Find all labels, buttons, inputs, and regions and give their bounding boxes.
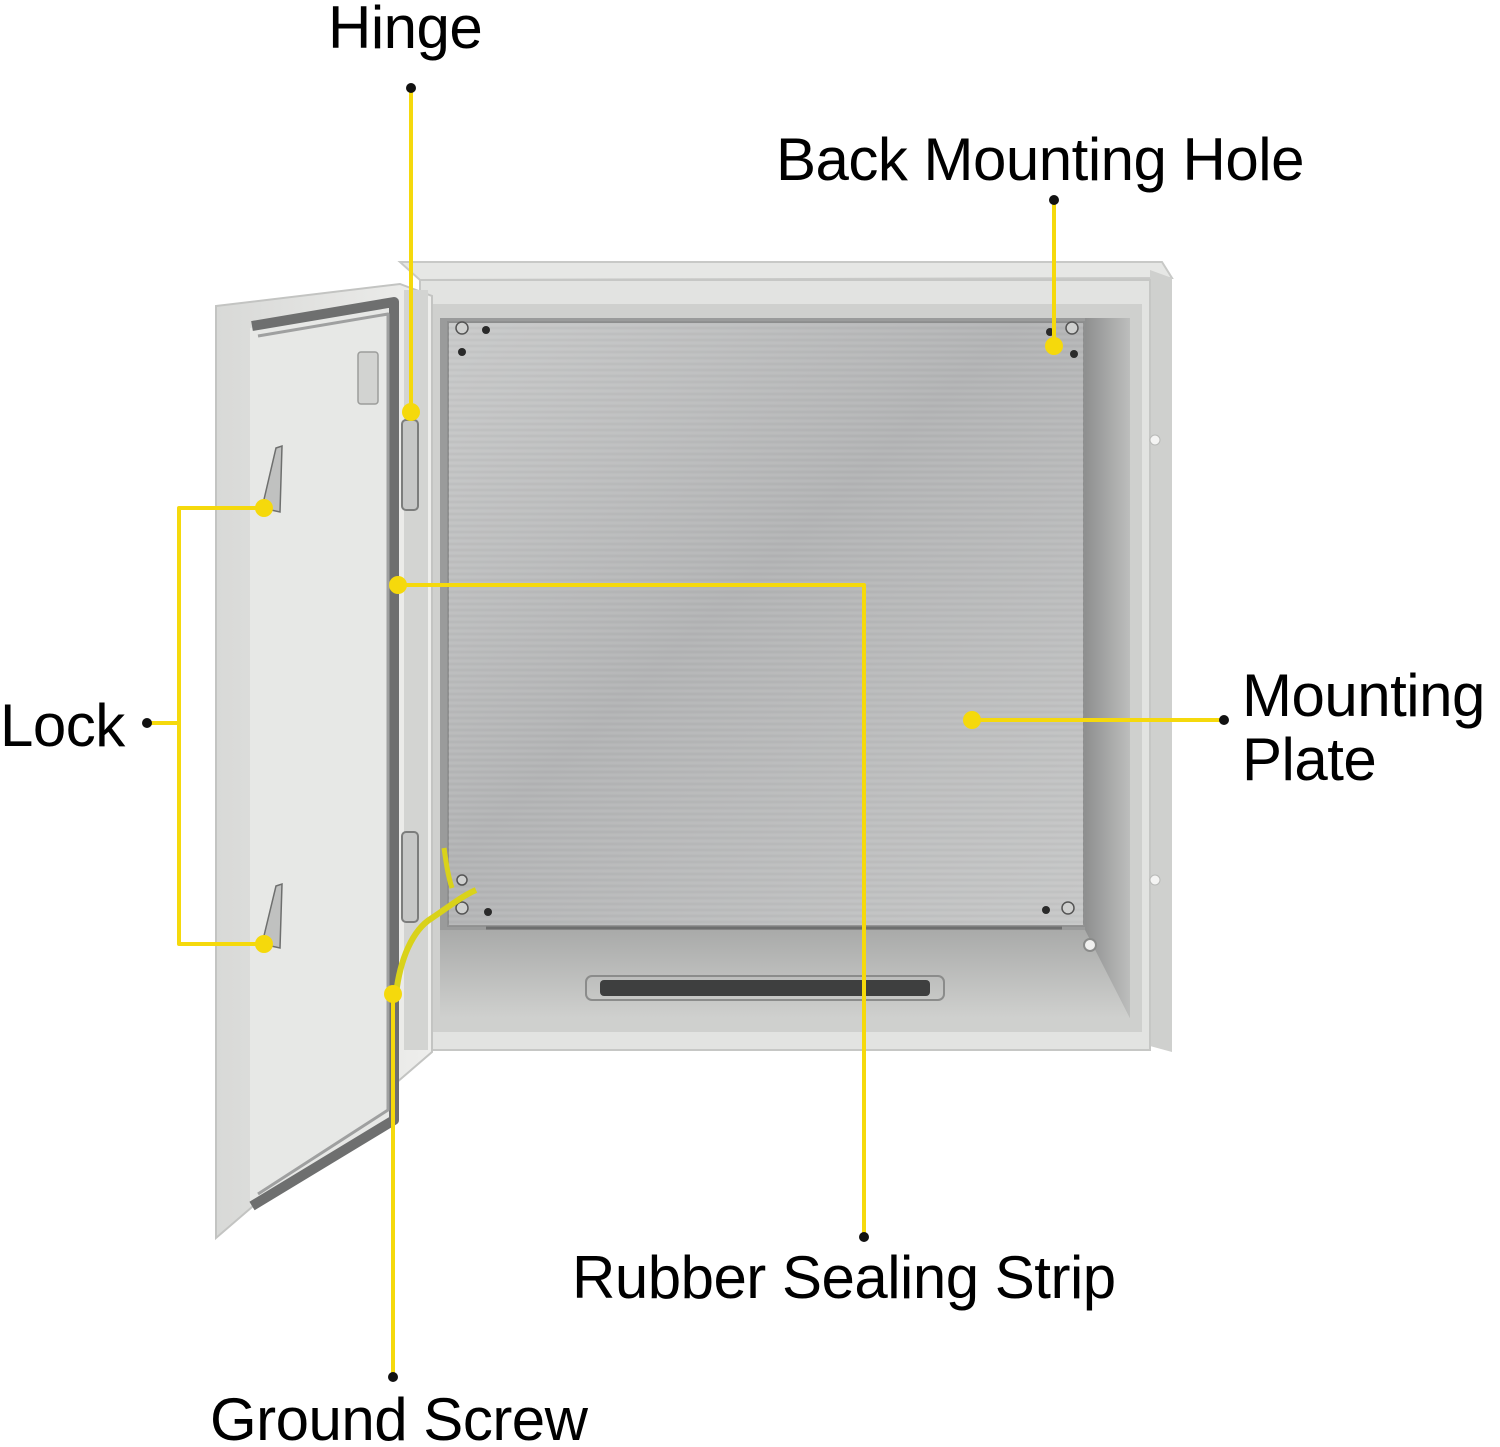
- callout-leaders: [145, 86, 1226, 1379]
- enclosure-door: [215, 282, 478, 1241]
- mounting-plate-label-line2: Plate: [1242, 726, 1377, 793]
- lock-leader: [177, 506, 266, 946]
- hinge-label: Hinge: [328, 0, 483, 61]
- ground-screw-label-dot: [388, 1372, 398, 1382]
- back-mounting-hole-anchor-dot: [1045, 337, 1063, 355]
- ground-screw-label: Ground Screw: [210, 1386, 588, 1447]
- mounting-plate-label-dot: [1219, 715, 1229, 725]
- rubber-sealing-strip-leader: [396, 583, 866, 1239]
- hinge-anchor-dot: [402, 403, 420, 421]
- back-mounting-hole-label: Back Mounting Hole: [776, 126, 1304, 193]
- lock-label-dot: [142, 718, 152, 728]
- lock-upper-anchor-dot: [255, 499, 273, 517]
- mounting-plate-panel: [447, 321, 1085, 930]
- lock-lower-anchor-dot: [255, 935, 273, 953]
- hinge-label-dot: [406, 83, 416, 93]
- back-mounting-hole-label-dot: [1049, 195, 1059, 205]
- mounting-plate-anchor-dot: [963, 711, 981, 729]
- anchor-points: [255, 337, 1063, 1003]
- ground-screw-anchor-dot: [384, 985, 402, 1003]
- rubber-sealing-strip-label: Rubber Sealing Strip: [572, 1244, 1116, 1311]
- mounting-plate-label-line1: Mounting: [1242, 662, 1485, 729]
- rubber-sealing-strip-anchor-dot: [389, 576, 407, 594]
- lock-label: Lock: [0, 692, 125, 759]
- rubber-sealing-strip-label-dot: [859, 1232, 869, 1242]
- label-dots: [142, 83, 1229, 1382]
